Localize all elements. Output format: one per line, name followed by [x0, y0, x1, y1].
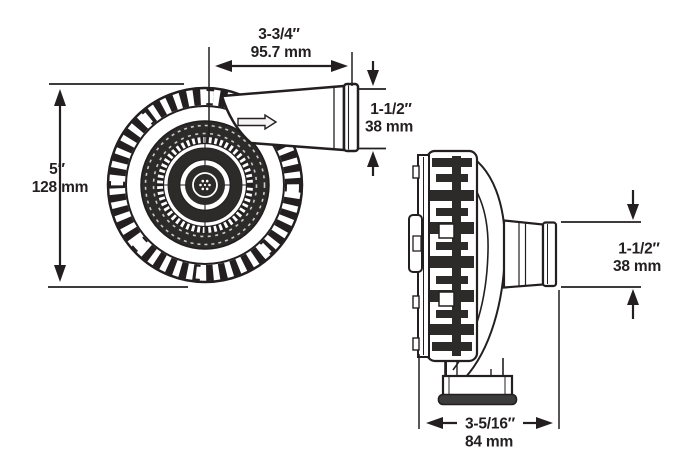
- housing-rib-gaps: [111, 91, 299, 279]
- flow-direction-arrow-icon: [237, 113, 278, 131]
- port-end-ring: [541, 221, 558, 288]
- boss: [412, 295, 420, 309]
- mounting-foot: [441, 374, 514, 398]
- boss: [412, 165, 420, 179]
- outlet-flange: [342, 82, 360, 153]
- stack-window: [438, 291, 455, 307]
- dim-top-metric-label: 95.7 mm: [251, 44, 312, 61]
- dim-front-outlet-metric-label: 38 mm: [365, 119, 413, 136]
- arrowhead-left: [426, 417, 443, 429]
- dim-side-outlet-metric-label: 38 mm: [613, 258, 661, 275]
- dimension-depth: 3-5/16″ 84 mm: [418, 290, 560, 451]
- outlet-pipe: [220, 84, 346, 152]
- arrowhead-down: [627, 204, 639, 220]
- hub-ring-outline: [167, 147, 243, 223]
- dimension-front-outlet: 1-1/2″ 38 mm: [359, 61, 413, 176]
- arrowhead-up: [627, 289, 639, 305]
- dimension-height: 5″ 128 mm: [32, 83, 188, 288]
- pump-front-view: [106, 82, 360, 284]
- dimension-side-outlet: 1-1/2″ 38 mm: [561, 190, 661, 319]
- arrowhead-right: [536, 417, 553, 429]
- center-ring: [192, 172, 218, 198]
- stack-fins: [430, 156, 474, 356]
- center-knurl-dots: [199, 179, 211, 191]
- side-outlet-port: [502, 219, 545, 289]
- arrowhead-right: [331, 60, 348, 72]
- stack-window: [438, 223, 455, 239]
- arrowhead-down: [367, 70, 379, 86]
- foot-base-plate: [437, 393, 518, 406]
- hub-inner-outline: [179, 159, 231, 211]
- dim-height-inches-label: 5″: [49, 161, 65, 178]
- dim-depth-metric-label: 84 mm: [465, 434, 513, 451]
- boss: [412, 337, 420, 351]
- dim-top-inches-label: 3-3/4″: [258, 26, 300, 43]
- label-ring-text-texture: [152, 132, 258, 238]
- dimension-top-width: 3-3/4″ 95.7 mm: [208, 26, 353, 136]
- dim-front-outlet-inches-label: 1-1/2″: [370, 101, 412, 118]
- arrowhead-up: [54, 89, 66, 106]
- label-ring-text-texture: [144, 124, 266, 246]
- hub-dark-ring: [168, 148, 242, 222]
- label-ring: [142, 122, 268, 248]
- dim-side-outlet-inches-label: 1-1/2″: [618, 241, 660, 258]
- arrowhead-up: [367, 151, 379, 167]
- side-latch-tab: [412, 235, 422, 252]
- bearing-ring-outline: [162, 142, 248, 228]
- arrowhead-down: [54, 265, 66, 282]
- pump-side-view: [408, 149, 558, 406]
- dim-depth-inches-label: 3-5/16″: [465, 416, 516, 433]
- dim-height-metric-label: 128 mm: [32, 179, 89, 196]
- arrowhead-left: [215, 60, 232, 72]
